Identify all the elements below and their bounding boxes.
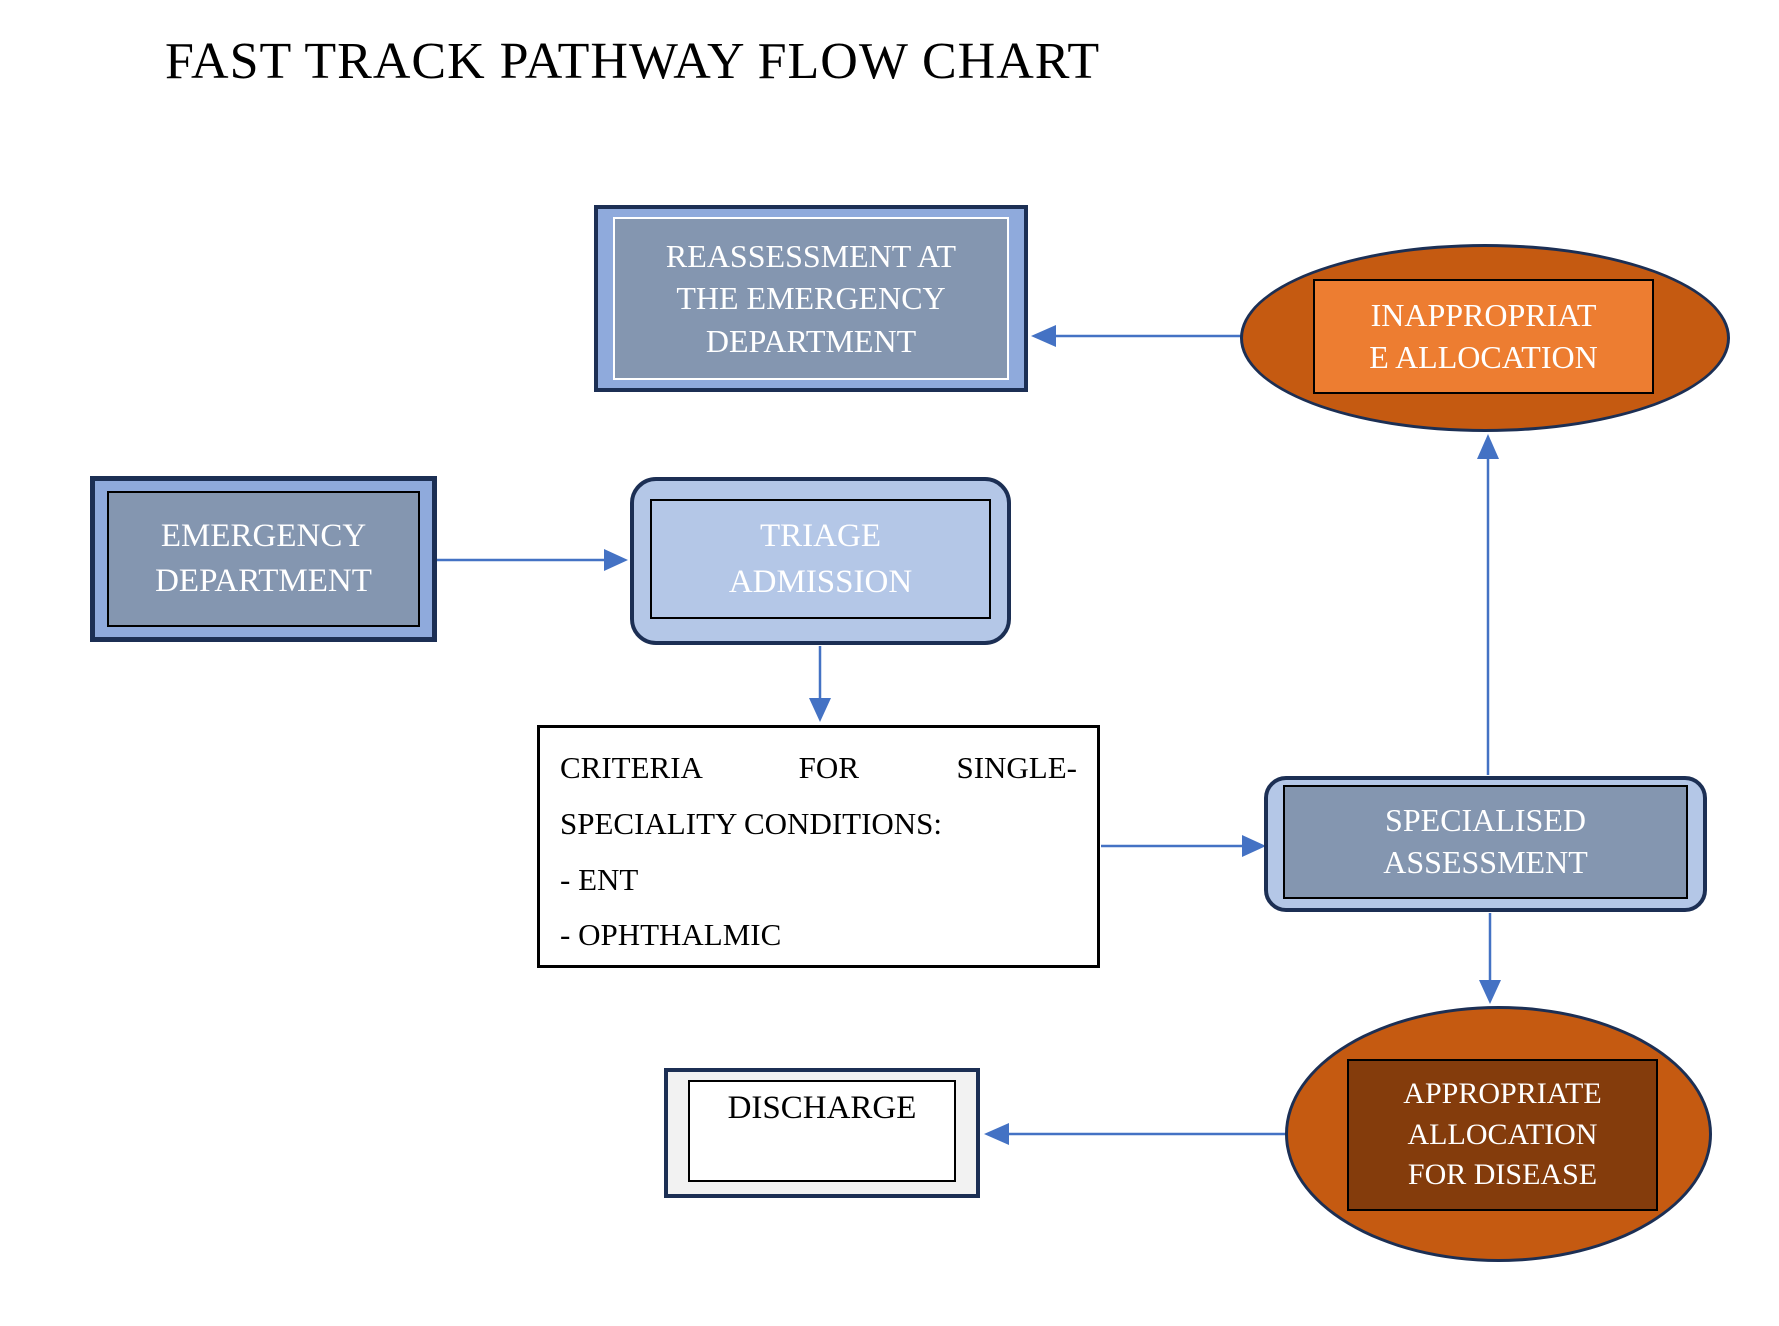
- node-label-line: INAPPROPRIAT: [1370, 296, 1597, 333]
- node-label-line: TRIAGE: [760, 517, 881, 554]
- node-label-line: DEPARTMENT: [705, 322, 917, 359]
- triage-admission-box: TRIAGE ADMISSION: [630, 477, 1011, 645]
- arrow-emergency-to-triage: [437, 549, 628, 571]
- emergency-department-box: EMERGENCY DEPARTMENT: [90, 476, 437, 642]
- page-title: FAST TRACK PATHWAY FLOW CHART: [165, 33, 1101, 90]
- reassessment-box: REASSESSMENT AT THE EMERGENCY DEPARTMENT: [594, 205, 1028, 392]
- node-label-line: THE EMERGENCY: [676, 280, 946, 317]
- discharge-box: DISCHARGE: [664, 1068, 980, 1198]
- node-label-line: ADMISSION: [728, 564, 913, 600]
- arrow-specialised-to-inappropriate: [1477, 434, 1499, 775]
- appropriate-allocation-ellipse: APPROPRIATE ALLOCATION FOR DISEASE: [1285, 1006, 1712, 1262]
- node-label-line: SPECIALISED: [1385, 802, 1586, 839]
- arrow-triage-to-criteria: [809, 646, 831, 722]
- node-label-line: DEPARTMENT: [155, 563, 372, 599]
- node-label-line: APPROPRIATE: [1403, 1077, 1602, 1111]
- inappropriate-allocation-ellipse: INAPPROPRIAT E ALLOCATION: [1240, 244, 1730, 432]
- discharge-box-inner: DISCHARGE: [688, 1080, 956, 1182]
- criteria-box: CRITERIA FOR SINGLE- SPECIALITY CONDITIO…: [537, 725, 1100, 968]
- appropriate-allocation-label-box: APPROPRIATE ALLOCATION FOR DISEASE: [1347, 1059, 1658, 1211]
- emergency-department-box-inner: EMERGENCY DEPARTMENT: [107, 491, 420, 627]
- criteria-line: CRITERIA FOR SINGLE-: [560, 750, 1077, 785]
- criteria-line: SPECIALITY CONDITIONS:: [560, 805, 943, 841]
- inappropriate-allocation-label-box: INAPPROPRIAT E ALLOCATION: [1313, 279, 1654, 394]
- arrow-specialised-to-appropriate: [1479, 913, 1501, 1004]
- arrow-appropriate-to-discharge: [984, 1123, 1288, 1145]
- arrow-criteria-to-specialised: [1101, 835, 1266, 857]
- node-label-line: FOR DISEASE: [1407, 1158, 1598, 1192]
- specialised-assessment-box: SPECIALISED ASSESSMENT: [1264, 776, 1707, 912]
- node-label-line: E ALLOCATION: [1369, 338, 1598, 375]
- reassessment-box-inner: REASSESSMENT AT THE EMERGENCY DEPARTMENT: [613, 217, 1009, 380]
- criteria-line: - ENT: [560, 861, 639, 897]
- node-label-line: DISCHARGE: [727, 1090, 917, 1126]
- node-label-line: REASSESSMENT AT: [665, 238, 957, 275]
- triage-admission-box-inner: TRIAGE ADMISSION: [650, 499, 991, 619]
- node-label-line: EMERGENCY: [160, 518, 367, 555]
- specialised-assessment-box-inner: SPECIALISED ASSESSMENT: [1283, 785, 1688, 899]
- node-label-line: ASSESSMENT: [1383, 844, 1588, 880]
- arrow-inappropriate-to-reassessment: [1031, 325, 1242, 347]
- criteria-line: - OPHTHALMIC: [560, 917, 782, 953]
- node-label-line: ALLOCATION: [1407, 1117, 1598, 1151]
